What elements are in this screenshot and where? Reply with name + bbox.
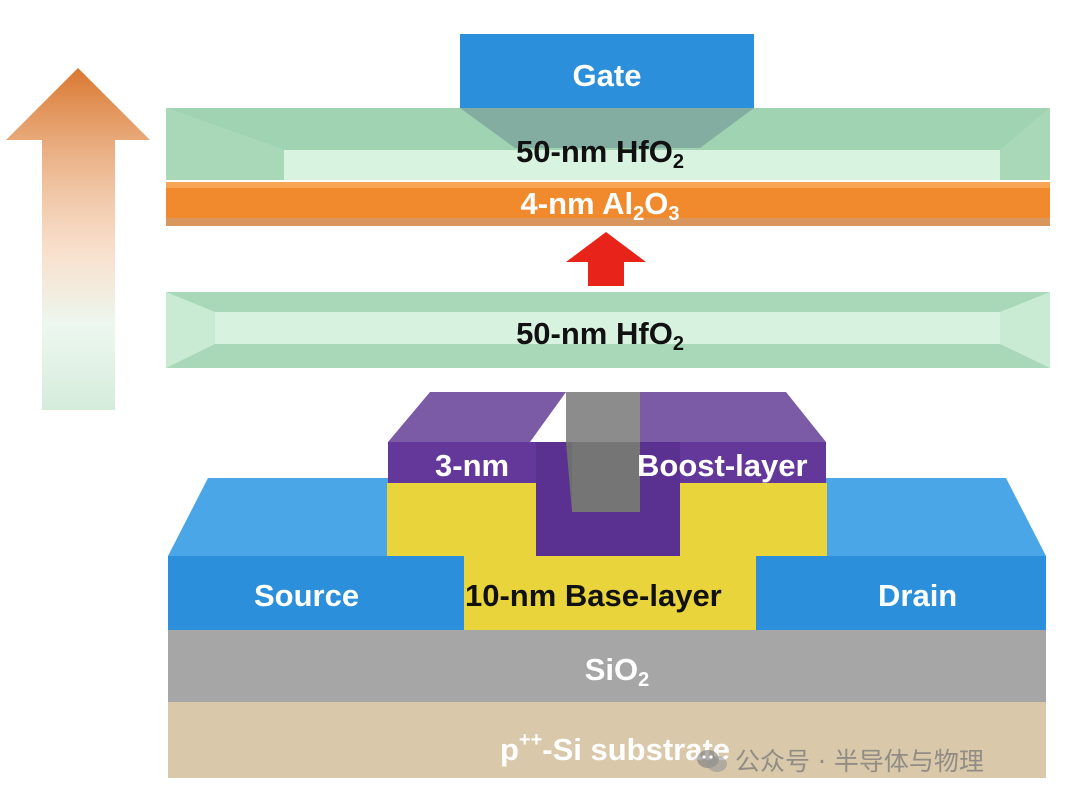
lower-hfo2-label: 50-nm HfO2 xyxy=(516,316,684,355)
sio2-label: SiO2 xyxy=(584,652,650,691)
sio2-layer xyxy=(168,630,1046,702)
boost-thickness-label: 3-nm xyxy=(435,448,510,483)
al2o3-label: 4-nm Al2O3 xyxy=(520,186,680,225)
substrate-layer xyxy=(168,702,1046,778)
boost-layer xyxy=(388,392,826,556)
al2o3-layer xyxy=(166,182,1050,226)
lower-hfo2-slab xyxy=(166,292,1050,368)
drain-label: Drain xyxy=(878,578,958,613)
base-layer xyxy=(387,483,827,630)
top-hfo2-label: 50-nm HfO2 xyxy=(516,134,684,173)
source-label: Source xyxy=(254,578,360,613)
red-up-arrow xyxy=(566,232,646,286)
gate-label: Gate xyxy=(572,58,642,93)
lift-arrow xyxy=(6,68,150,410)
boost-layer-label: Boost-layer xyxy=(637,448,808,483)
wechat-icon xyxy=(695,747,729,775)
gate-electrode xyxy=(460,34,754,148)
watermark: 公众号 · 半导体与物理 xyxy=(695,742,984,778)
base-layer-label: 10-nm Base-layer xyxy=(465,578,722,613)
